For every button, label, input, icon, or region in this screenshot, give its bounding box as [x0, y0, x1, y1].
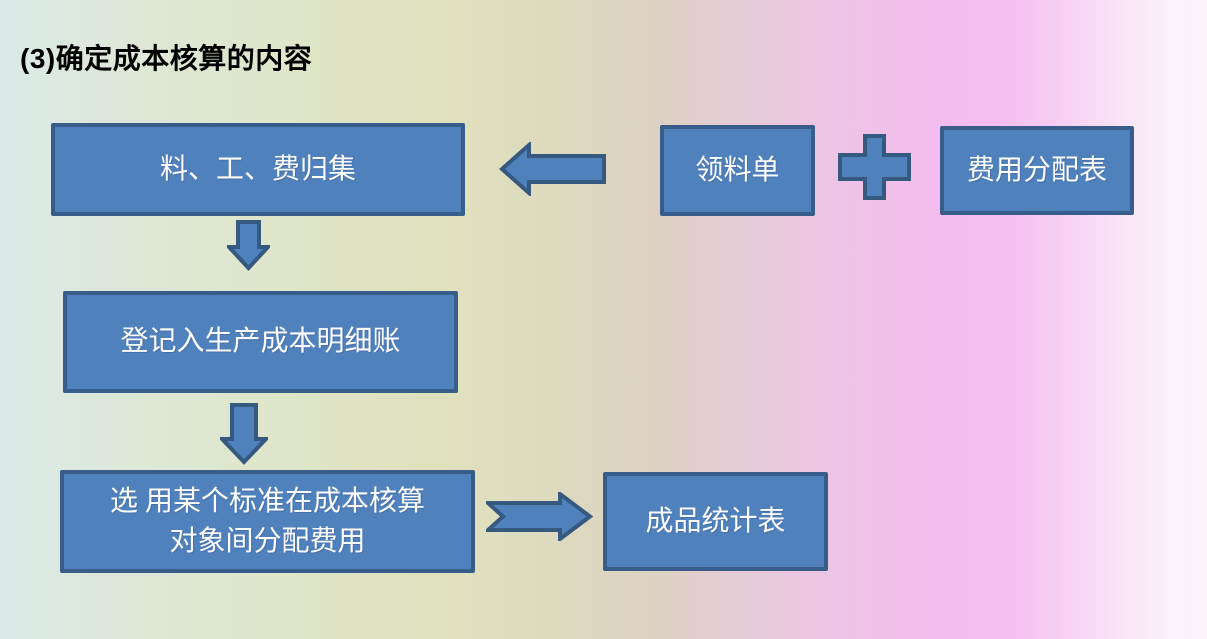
node-allocate-line2: 对象间分配费用: [169, 525, 366, 557]
node-material-slip: 领料单: [660, 125, 815, 216]
node-collect-label: 料、工、费归集: [159, 153, 356, 185]
node-ledger: 登记入生产成本明细账: [63, 291, 458, 393]
arrow-left-icon: [499, 142, 606, 196]
node-collect: 料、工、费归集: [51, 123, 465, 216]
plus-icon: [838, 134, 911, 200]
node-allocate: 选 用某个标准在成本核算 对象间分配费用: [60, 470, 475, 573]
node-product-stats: 成品统计表: [603, 472, 828, 571]
arrow-down-icon: [220, 403, 268, 465]
arrow-right-icon: [486, 492, 593, 541]
page-title: (3)确定成本核算的内容: [20, 43, 313, 74]
node-allocate-line1: 选 用某个标准在成本核算: [109, 485, 425, 517]
node-product-stats-label: 成品统计表: [645, 505, 786, 537]
node-expense-table-label: 费用分配表: [966, 154, 1107, 186]
node-material-slip-label: 领料单: [695, 154, 780, 186]
arrow-down-icon: [227, 220, 270, 271]
node-expense-table: 费用分配表: [940, 126, 1134, 215]
node-ledger-label: 登记入生产成本明细账: [120, 326, 401, 357]
